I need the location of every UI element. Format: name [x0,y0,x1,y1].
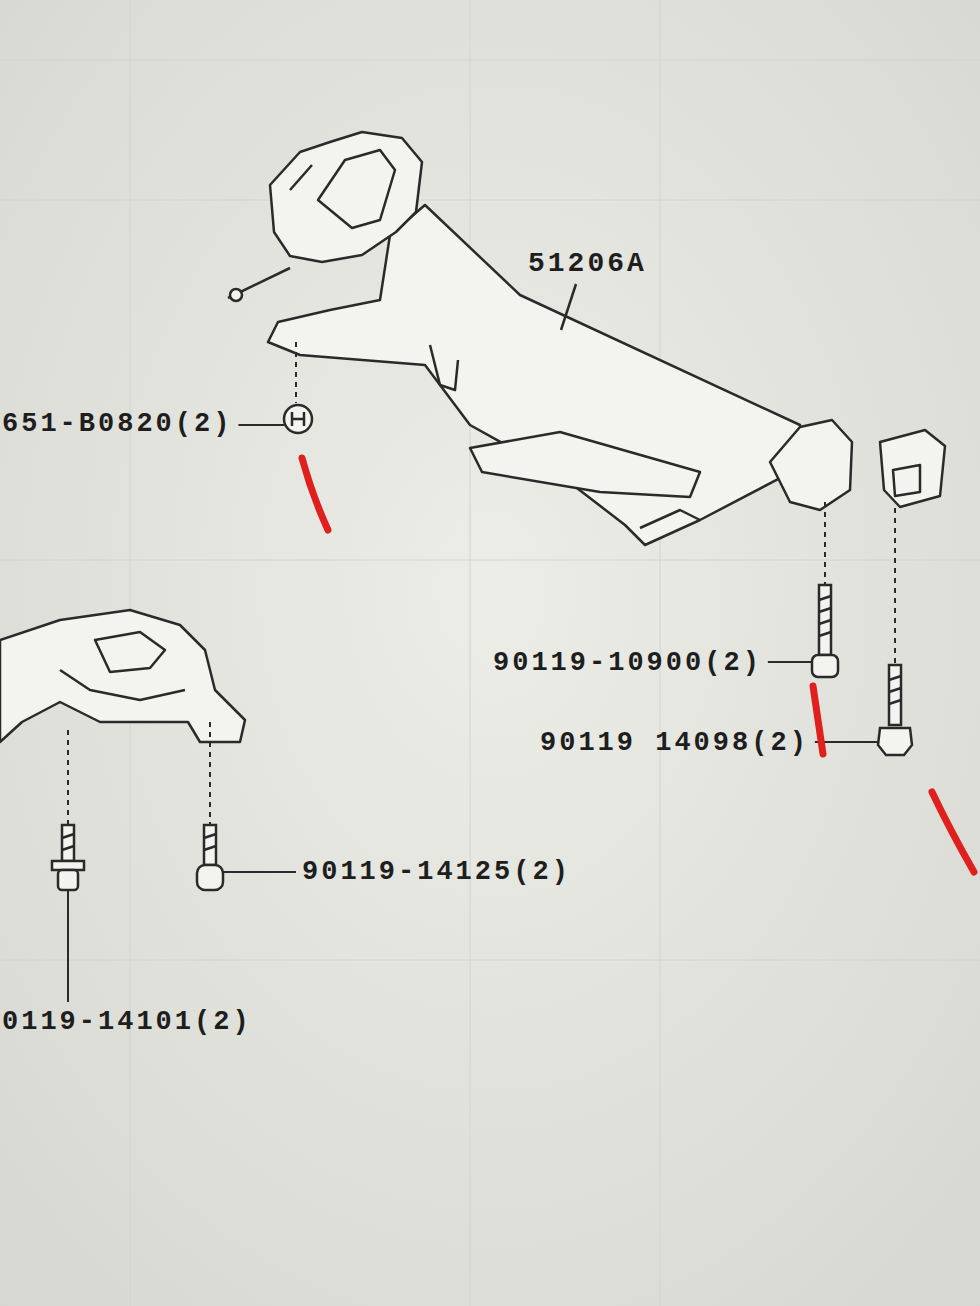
red-marks [302,458,974,872]
engine-mount [0,610,245,742]
leader-lines [68,425,878,1002]
part-number: 90119 14098(2) [540,730,809,757]
part-number: 90119-10900(2) [493,650,762,677]
crossmember [228,132,945,545]
part-number: 90119-14125(2) [302,859,571,886]
part-number: 651-B0820(2) [2,411,232,438]
part-number: 0119-14101(2) [2,1009,252,1036]
part-number: 51206A [528,250,647,277]
fasteners [52,405,912,890]
